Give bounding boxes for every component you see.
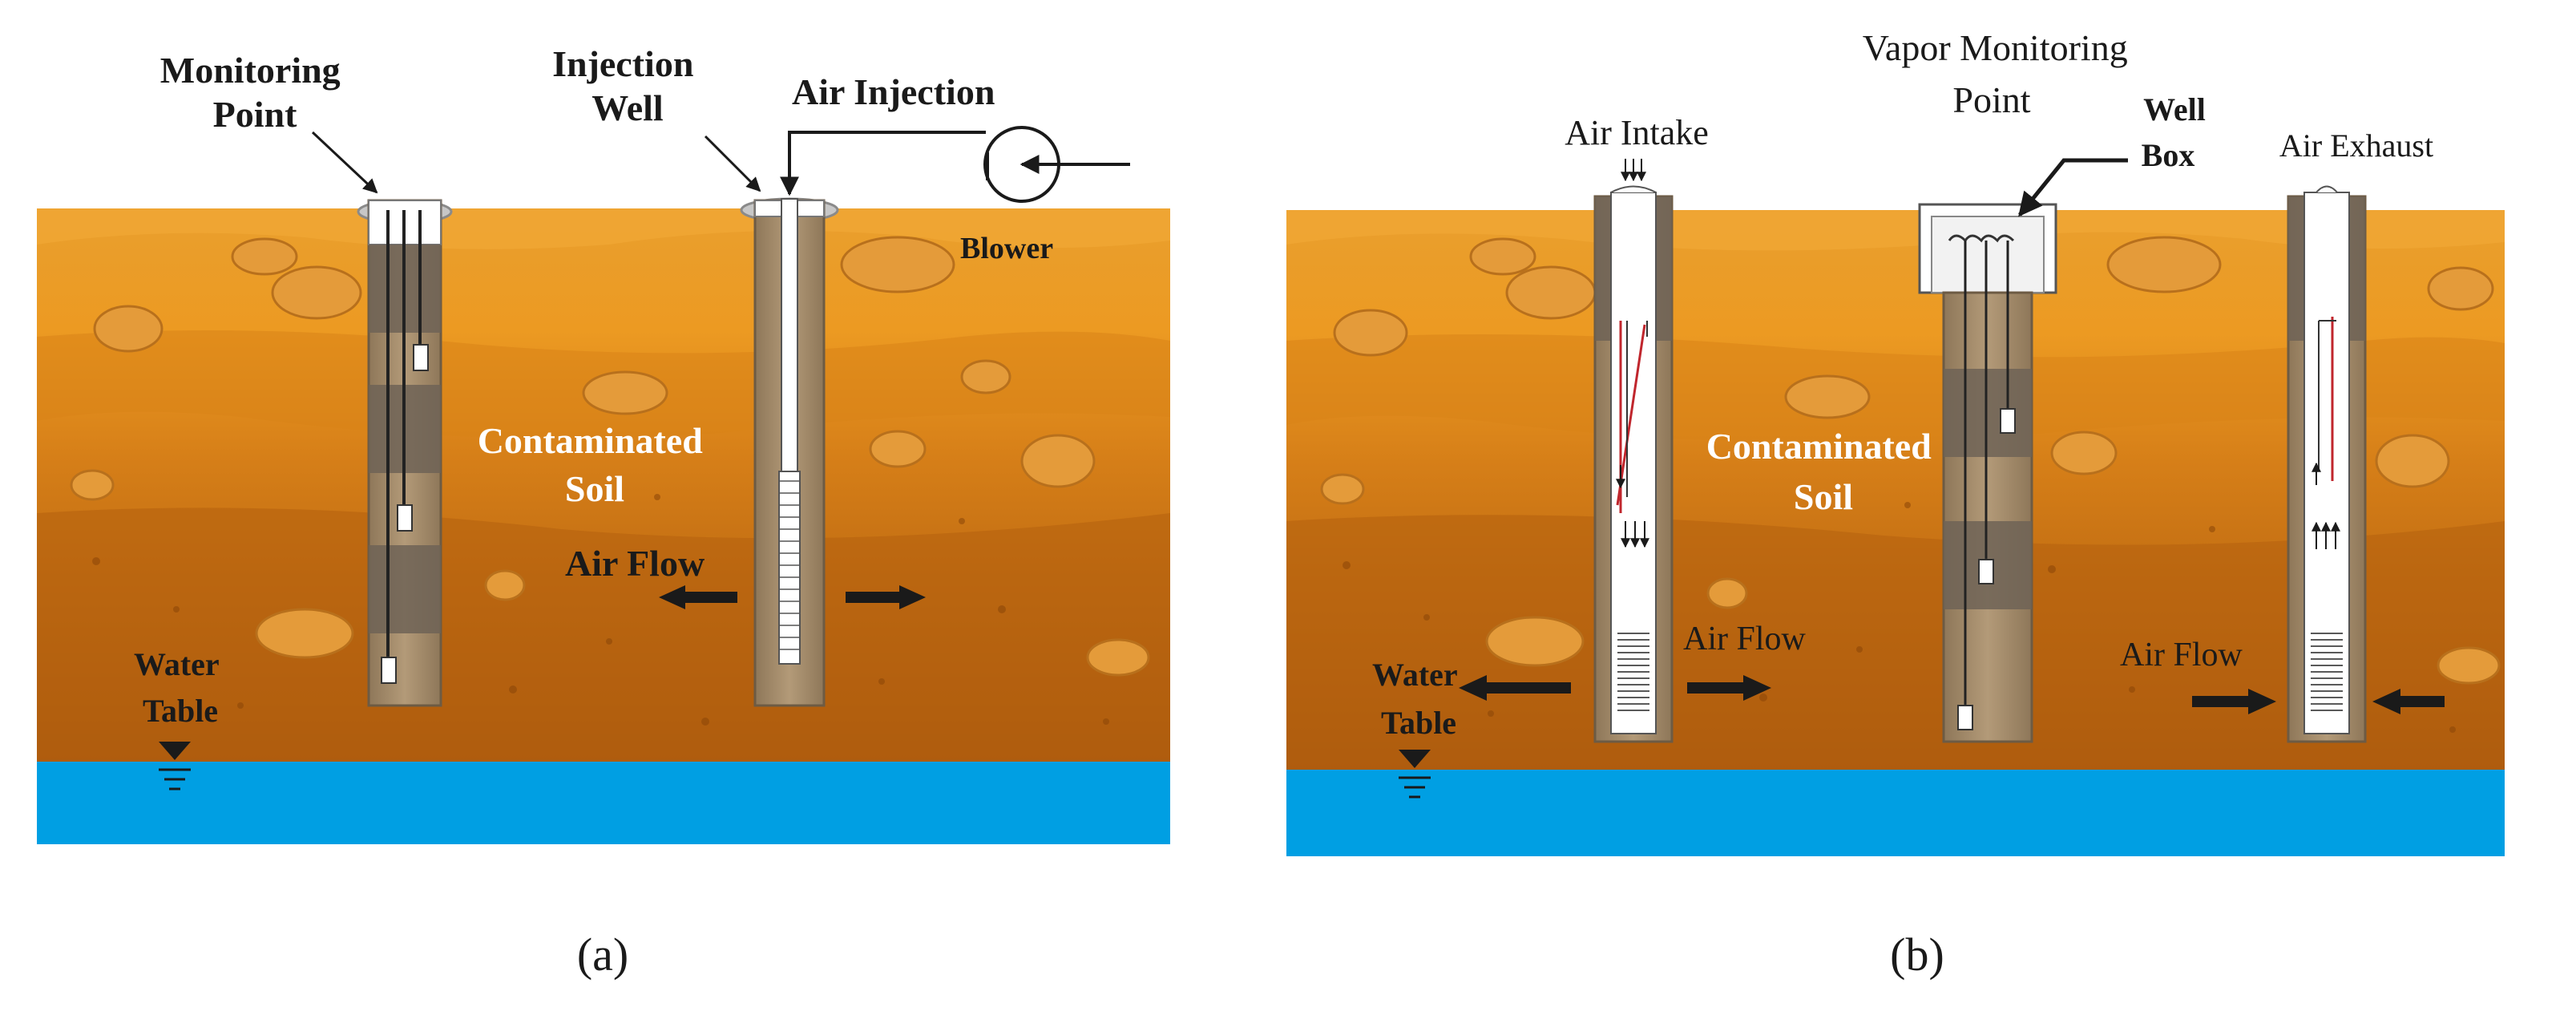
panel-b: Vapor Monitoring Point Air Intake Well B… — [1286, 27, 2505, 981]
water-table-symbol — [159, 742, 191, 791]
well-box-label: Well Box — [2142, 91, 2214, 173]
air-injection-label: Air Injection — [792, 71, 995, 112]
air-injection-line — [780, 131, 986, 196]
air-flow-arrows — [659, 585, 926, 609]
water-table-label: Water Table — [134, 646, 227, 729]
air-exhaust-label: Air Exhaust — [2279, 127, 2433, 164]
groundwater — [1286, 770, 2505, 856]
air-intake-label: Air Intake — [1565, 113, 1709, 152]
soil-rocks — [1320, 236, 2501, 685]
soil-topsoil-band — [37, 208, 1170, 249]
groundwater — [37, 762, 1170, 844]
panel-a: Monitoring Point Injection Well Air Inje… — [37, 43, 1170, 981]
injection-well-label: Injection Well — [552, 43, 703, 128]
vapor-monitoring-point-label: Vapor Monitoring Point — [1863, 27, 2137, 120]
contaminated-soil-label: Contaminated Soil — [1706, 426, 1941, 517]
monitoring-point-label: Monitoring Point — [160, 50, 349, 135]
monitoring-point-well — [357, 199, 453, 707]
soil-stratum-2 — [37, 508, 1170, 762]
blower-label: Blower — [960, 232, 1053, 265]
air-exhaust-well — [2287, 185, 2367, 743]
air-flow-arrows — [1459, 675, 2445, 714]
soil-stratum-1 — [1286, 334, 2505, 443]
soil-topsoil-band — [1286, 210, 2505, 251]
water-table-label: Water Table — [1372, 657, 1465, 741]
vapor-monitoring-point — [1918, 203, 2057, 743]
well-box-leader — [2018, 158, 2128, 217]
contaminated-soil-label: Contaminated Soil — [478, 420, 713, 509]
panel-b-caption: (b) — [1890, 928, 1944, 981]
air-intake-well — [1593, 159, 1674, 743]
water-table-symbol — [1399, 750, 1431, 799]
air-flow-label-left: Air Flow — [1683, 621, 1807, 657]
air-flow-label: Air Flow — [565, 543, 705, 584]
panel-a-caption: (a) — [577, 928, 628, 981]
air-flow-label-right: Air Flow — [2120, 637, 2243, 673]
soil-rocks — [70, 236, 1150, 677]
blower-icon — [983, 126, 1130, 203]
injection-well-leader — [704, 135, 761, 192]
monitoring-point-leader — [311, 131, 378, 194]
injection-well — [740, 197, 839, 707]
